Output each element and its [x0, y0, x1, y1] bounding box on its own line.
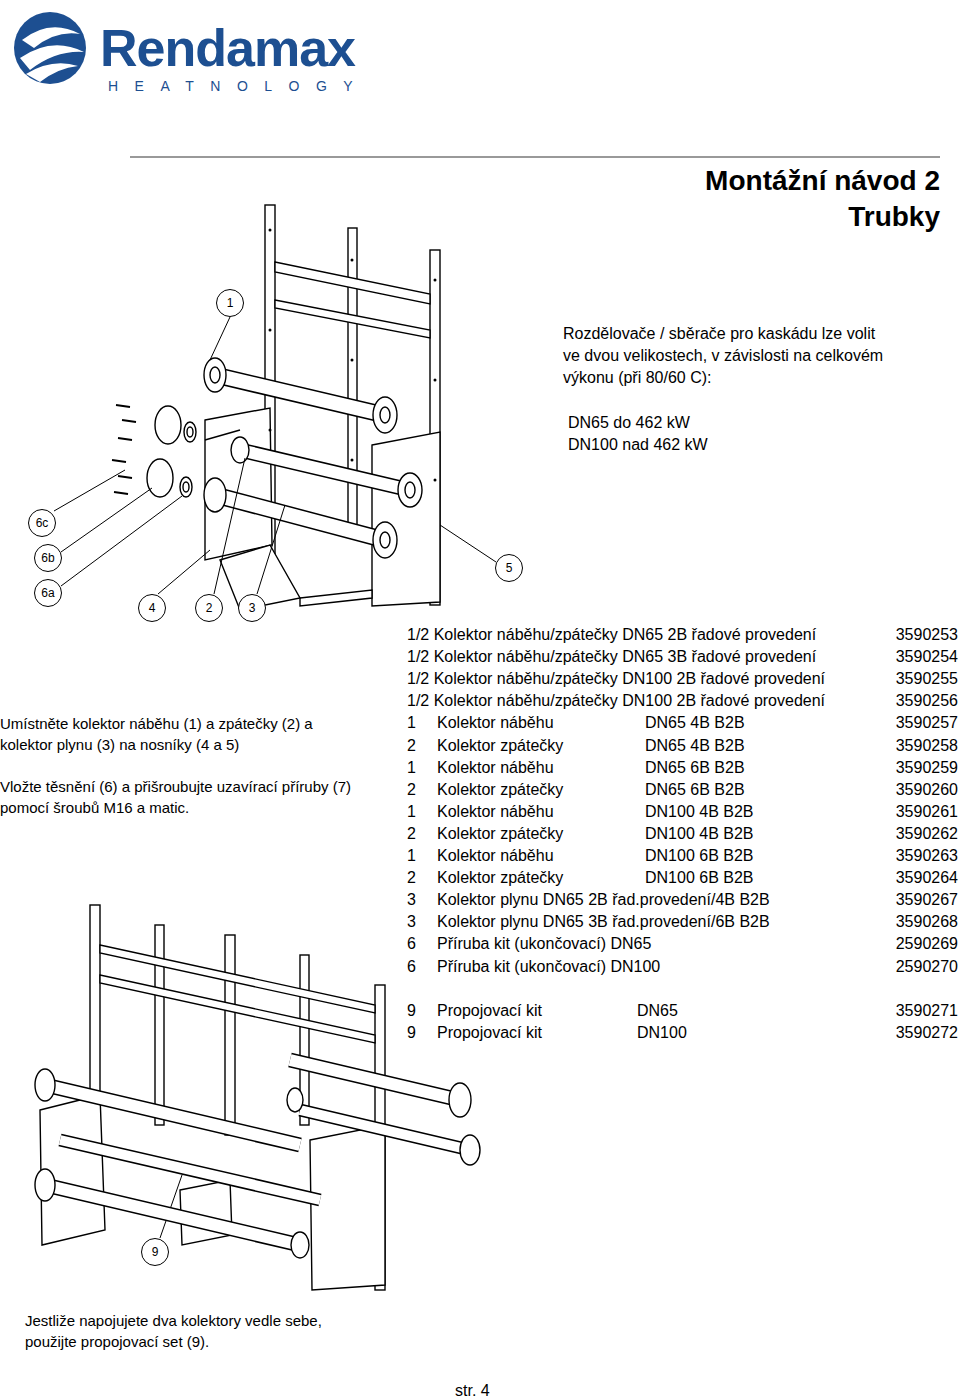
order-code: 3590260: [896, 780, 958, 800]
table-cell: Kolektor zpátečky: [437, 824, 563, 844]
order-code: 3590258: [896, 736, 958, 756]
logo-mark: [14, 12, 86, 84]
callout-text: 6c: [36, 517, 49, 529]
flanges: [147, 358, 422, 558]
order-code: 3590254: [896, 647, 958, 667]
table-cell: DN65 4B B2B: [645, 713, 745, 733]
order-code: 2590269: [896, 934, 958, 954]
table-cell: 2: [407, 780, 416, 800]
table-cell: 2: [407, 868, 416, 888]
table-cell: Kolektor náběhu: [437, 758, 554, 778]
order-code: 3590259: [896, 758, 958, 778]
table-cell: 1: [407, 713, 416, 733]
brand-name: Rendamax: [100, 20, 355, 76]
table-cell: Kolektor zpátečky: [437, 780, 563, 800]
instruction-text: Vložte těsnění (6) a přišroubujte uzavír…: [0, 776, 395, 818]
order-code: 3590263: [896, 846, 958, 866]
rack-dots: [269, 229, 437, 482]
table-cell: Kolektor plynu DN65 3B řad.provedení/6B …: [437, 912, 770, 932]
size-note: DN100 nad 462 kW: [568, 434, 708, 456]
header-rule: [130, 156, 940, 158]
table-cell: 1/2 Kolektor náběhu/zpátečky DN65 3B řad…: [407, 647, 816, 667]
rack-lower: [40, 905, 385, 1290]
callout-number: 4: [138, 594, 166, 622]
brand-tagline: HEATNOLOGY: [108, 78, 369, 94]
table-cell: DN100 4B B2B: [645, 824, 754, 844]
callout-text: 1: [227, 297, 234, 309]
order-code: 3590255: [896, 669, 958, 689]
page-title: Montážní návod 2 Trubky: [679, 163, 940, 235]
table-cell: 1: [407, 846, 416, 866]
table-cell: 9: [407, 1001, 416, 1021]
table-cell: DN100 6B B2B: [645, 868, 754, 888]
table-cell: DN100: [637, 1023, 687, 1043]
table-cell: 2: [407, 824, 416, 844]
table-cell: Kolektor náběhu: [437, 713, 554, 733]
table-cell: DN65 6B B2B: [645, 780, 745, 800]
lower-pipes: [45, 1060, 470, 1245]
instruction-text: Umístněte kolektor náběhu (1) a zpátečky…: [0, 713, 345, 755]
order-code: 3590268: [896, 912, 958, 932]
table-cell: str. 4: [455, 1381, 490, 1400]
table-cell: 1/2 Kolektor náběhu/zpátečky DN100 2B řa…: [407, 691, 825, 711]
table-cell: 1: [407, 802, 416, 822]
callout-text: 5: [506, 562, 513, 574]
table-cell: Kolektor plynu DN65 2B řad.provedení/4B …: [437, 890, 770, 910]
table-cell: DN65 6B B2B: [645, 758, 745, 778]
callout-number: 6b: [34, 544, 62, 572]
lower-flanges: [35, 1069, 480, 1258]
table-cell: DN65 4B B2B: [645, 736, 745, 756]
table-cell: DN65: [637, 1001, 678, 1021]
table-cell: 3: [407, 912, 416, 932]
order-code: 2590270: [896, 957, 958, 977]
order-code: 3590261: [896, 802, 958, 822]
table-cell: 1: [407, 758, 416, 778]
callout-text: 4: [149, 602, 156, 614]
order-code: 3590256: [896, 691, 958, 711]
intro-text: Rozdělovače / sběrače pro kaskádu lze vo…: [563, 323, 893, 389]
callout-number: 3: [238, 594, 266, 622]
callout-text: 2: [206, 602, 213, 614]
order-code: 3590257: [896, 713, 958, 733]
callout-number: 5: [495, 554, 523, 582]
order-code: 3590262: [896, 824, 958, 844]
callout-text: 9: [152, 1246, 159, 1258]
callout-number: 9: [141, 1238, 169, 1266]
callout-number: 6a: [34, 579, 62, 607]
table-cell: 6: [407, 934, 416, 954]
table-cell: Kolektor náběhu: [437, 846, 554, 866]
order-code: 3590267: [896, 890, 958, 910]
bolts: [112, 405, 136, 494]
callout-text: 3: [249, 602, 256, 614]
table-cell: Kolektor zpátečky: [437, 868, 563, 888]
table-cell: 1/2 Kolektor náběhu/zpátečky DN100 2B řa…: [407, 669, 825, 689]
callout-number: 1: [216, 289, 244, 317]
instruction-text: Jestliže napojujete dva kolektory vedle …: [25, 1310, 370, 1352]
table-cell: 2: [407, 736, 416, 756]
order-code: 3590264: [896, 868, 958, 888]
table-cell: 9: [407, 1023, 416, 1043]
order-code: 3590271: [896, 1001, 958, 1021]
size-note: DN65 do 462 kW: [568, 412, 690, 434]
order-code: 3590272: [896, 1023, 958, 1043]
table-cell: DN100 4B B2B: [645, 802, 754, 822]
table-cell: 1/2 Kolektor náběhu/zpátečky DN65 2B řad…: [407, 625, 816, 645]
table-cell: 3: [407, 890, 416, 910]
table-cell: DN100 6B B2B: [645, 846, 754, 866]
table-cell: Příruba kit (ukončovací) DN65: [437, 934, 651, 954]
collector-pipes: [215, 375, 410, 540]
callout-number: 2: [195, 594, 223, 622]
table-cell: 6: [407, 957, 416, 977]
callout-text: 6b: [41, 552, 54, 564]
callout-text: 6a: [41, 587, 54, 599]
table-cell: Příruba kit (ukončovací) DN100: [437, 957, 660, 977]
callout-number: 6c: [28, 509, 56, 537]
table-cell: Propojovací kit: [437, 1023, 542, 1043]
table-cell: Kolektor zpátečky: [437, 736, 563, 756]
order-code: 3590253: [896, 625, 958, 645]
table-cell: Propojovací kit: [437, 1001, 542, 1021]
table-cell: Kolektor náběhu: [437, 802, 554, 822]
rack-upper: [205, 205, 440, 610]
